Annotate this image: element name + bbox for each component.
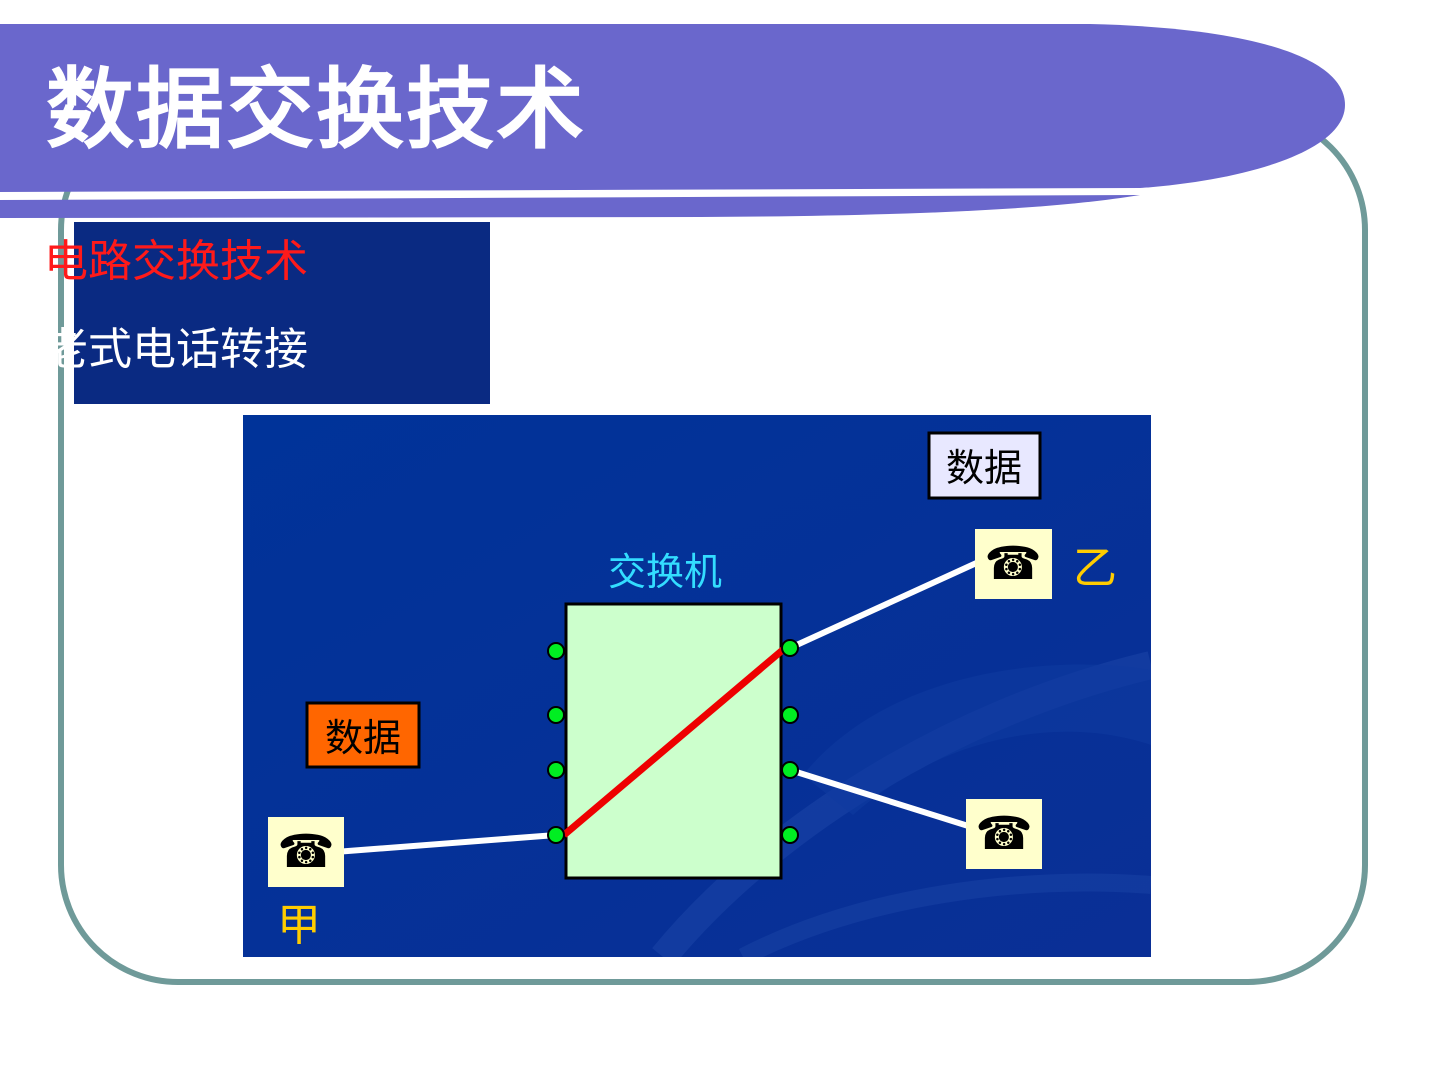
data-box-left (305, 701, 421, 769)
port-left-4 (547, 826, 565, 844)
active-circuit-line (561, 645, 788, 838)
data-label-top: 数据 (946, 446, 1022, 490)
title-banner (0, 24, 1345, 218)
panel-heading: 电路交换技术 (44, 236, 308, 287)
port-right-2 (781, 706, 799, 724)
caller-label: 甲 (277, 900, 321, 951)
bg-swirl-3 (738, 873, 1151, 957)
port-right-4 (781, 826, 799, 844)
phone-box-third (966, 799, 1042, 869)
data-box-top (927, 431, 1042, 500)
port-right-1 (781, 639, 799, 657)
data-label-left: 数据 (325, 716, 401, 760)
title-banner-shape (0, 24, 1345, 192)
title-underline (0, 195, 1140, 218)
port-left-3 (547, 761, 565, 779)
bg-swirl-2 (803, 664, 1151, 815)
telephone-icon: ☎ (975, 806, 1032, 860)
line-caller-to-switch (334, 832, 557, 855)
telephone-icon: ☎ (984, 536, 1041, 590)
phone-box-callee (975, 529, 1052, 599)
line-switch-to-phone-3 (789, 767, 982, 833)
port-left-2 (547, 706, 565, 724)
circuit-switching-diagram: 交换机 数据 数据 ☎ 甲 ☎ 乙 ☎ (243, 415, 1151, 957)
port-left-1 (547, 642, 565, 660)
telephone-icon: ☎ (277, 824, 334, 878)
page-title: 数据交换技术 (46, 58, 587, 161)
callee-label: 乙 (1073, 543, 1117, 594)
info-panel (74, 222, 490, 404)
panel-subheading: 老式电话转接 (44, 324, 308, 375)
port-right-3 (781, 761, 799, 779)
diagram-canvas: 交换机 数据 数据 ☎ 甲 ☎ 乙 ☎ (243, 415, 1151, 957)
switch-label: 交换机 (608, 550, 722, 594)
phone-box-caller (268, 817, 344, 887)
line-switch-to-callee (788, 557, 985, 651)
